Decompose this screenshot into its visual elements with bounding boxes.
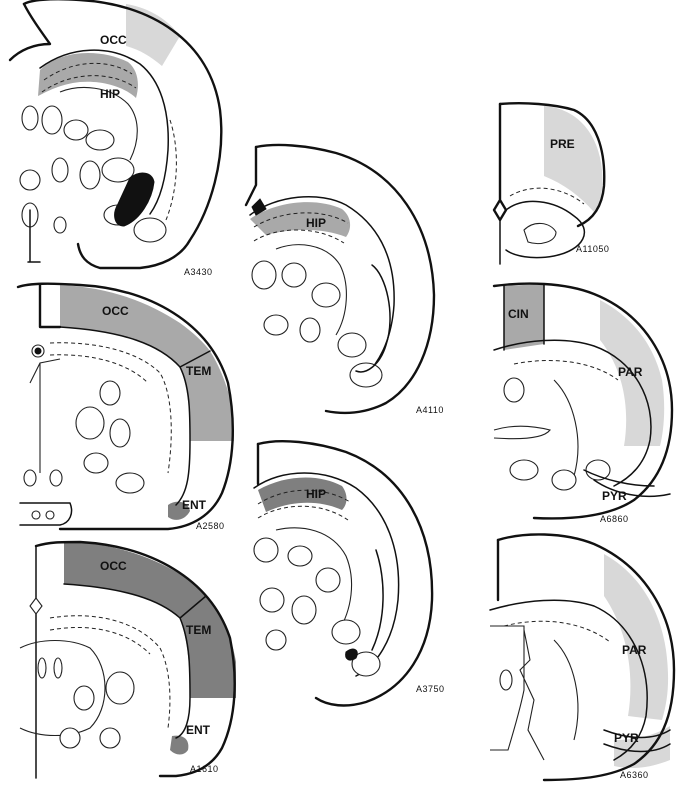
panel-a6860: CIN PAR PYR A6860 bbox=[484, 280, 676, 525]
occ-shading bbox=[126, 4, 180, 66]
label-tem: TEM bbox=[186, 364, 211, 378]
label-pyr: PYR bbox=[614, 731, 639, 745]
pre-shading bbox=[544, 106, 603, 212]
panel-id: A2580 bbox=[196, 521, 225, 531]
panel-a11050: PRE A11050 bbox=[484, 100, 619, 270]
panel-id: A3430 bbox=[184, 267, 213, 277]
label-ent: ENT bbox=[182, 498, 207, 512]
label-occ: OCC bbox=[100, 33, 127, 47]
label-tem: TEM bbox=[186, 623, 211, 637]
panel-a1610: OCC TEM ENT A1610 bbox=[0, 538, 240, 783]
panel-a4110: HIP A4110 bbox=[236, 145, 446, 415]
label-occ: OCC bbox=[102, 304, 129, 318]
panel-id: A6360 bbox=[620, 770, 649, 780]
label-pre: PRE bbox=[550, 137, 575, 151]
label-hip: HIP bbox=[306, 487, 326, 501]
panel-id: A6860 bbox=[600, 514, 629, 524]
label-hip: HIP bbox=[100, 87, 120, 101]
panel-id: A3750 bbox=[416, 684, 445, 694]
panel-a2580: OCC TEM ENT A2580 bbox=[0, 283, 240, 533]
label-par: PAR bbox=[618, 365, 643, 379]
occ-shading bbox=[64, 542, 206, 618]
occ-shading bbox=[60, 285, 210, 367]
label-ent: ENT bbox=[186, 723, 211, 737]
label-hip: HIP bbox=[306, 216, 326, 230]
par-shading bbox=[604, 554, 668, 720]
label-pyr: PYR bbox=[602, 489, 627, 503]
label-occ: OCC bbox=[100, 559, 127, 573]
panel-id: A4110 bbox=[416, 405, 444, 415]
panel-a6360: PAR PYR A6360 bbox=[484, 530, 676, 782]
label-par: PAR bbox=[622, 643, 647, 657]
label-cin: CIN bbox=[508, 307, 529, 321]
panel-id: A1610 bbox=[190, 764, 219, 774]
panel-a3430: OCC HIP A3430 bbox=[0, 0, 240, 283]
panel-a3750: HIP A3750 bbox=[236, 440, 446, 710]
ent-shading bbox=[170, 736, 188, 755]
panel-id: A11050 bbox=[576, 244, 609, 254]
